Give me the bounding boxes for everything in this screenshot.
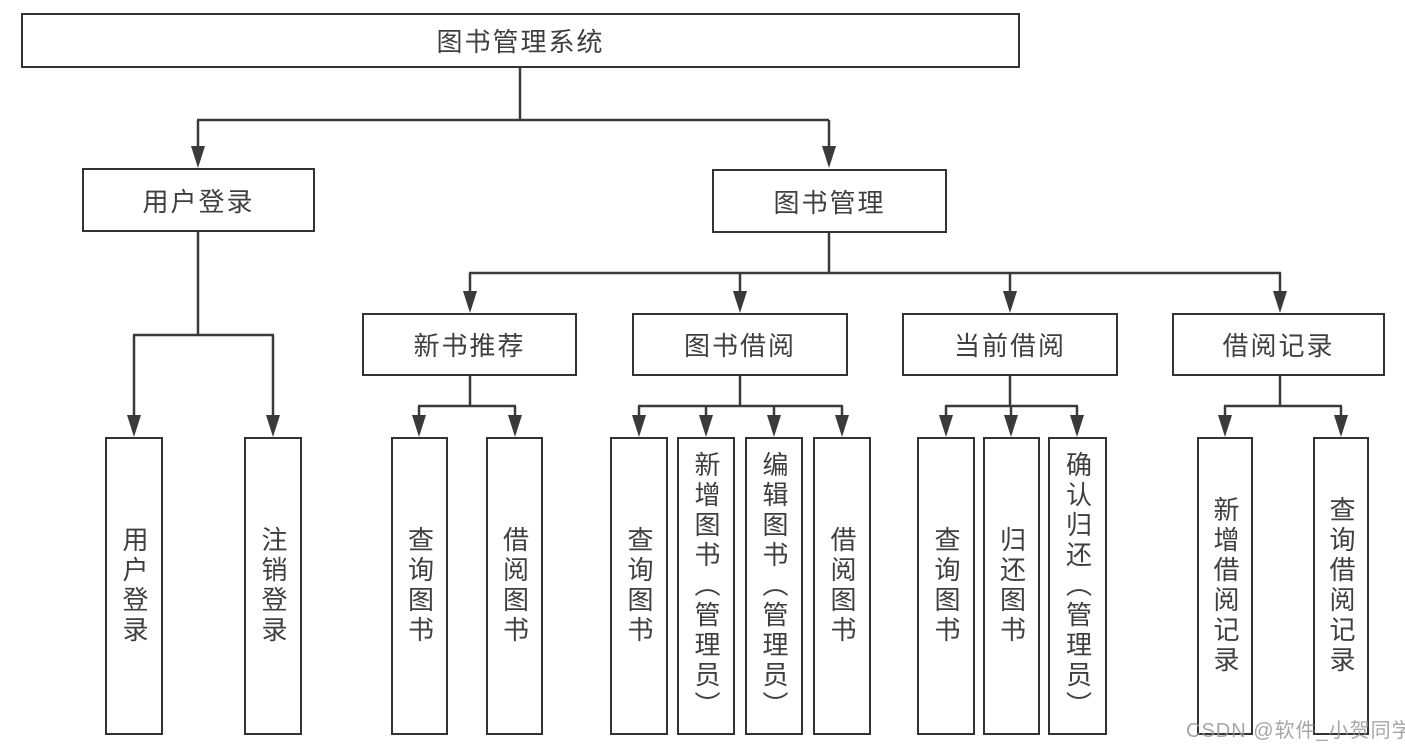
node-current-borrow: 当前借阅 — [902, 313, 1118, 376]
leaf-label: 注销登录 — [258, 526, 288, 646]
leaf-return-books: 归还图书 — [983, 437, 1040, 735]
leaf-borrow-books-1: 借阅图书 — [486, 437, 543, 735]
leaf-borrow-books-2: 借阅图书 — [813, 437, 871, 735]
leaf-query-books-2: 查询图书 — [610, 437, 668, 735]
node-root-system: 图书管理系统 — [21, 13, 1020, 68]
leaf-label: 借阅图书 — [827, 526, 857, 646]
leaf-query-books-1: 查询图书 — [391, 437, 448, 735]
watermark: CSDN @软件_小贺同学 — [1186, 720, 1405, 742]
leaf-label: 确认归还（管理员） — [1062, 451, 1093, 721]
leaf-label: 新增借阅记录 — [1210, 496, 1240, 676]
leaf-query-books-3: 查询图书 — [917, 437, 975, 735]
node-book-management: 图书管理 — [712, 169, 947, 233]
leaf-user-login: 用户登录 — [105, 437, 163, 735]
node-new-book-recommend: 新书推荐 — [362, 313, 577, 376]
leaf-label: 用户登录 — [119, 526, 149, 646]
leaf-label: 查询图书 — [404, 526, 435, 646]
leaf-query-borrow-record: 查询借阅记录 — [1313, 437, 1369, 735]
node-borrow-record: 借阅记录 — [1172, 313, 1385, 376]
leaf-label: 归还图书 — [996, 526, 1027, 646]
leaf-edit-books-admin: 编辑图书（管理员） — [745, 437, 803, 735]
leaf-confirm-return-admin: 确认归还（管理员） — [1048, 437, 1107, 735]
leaf-label: 新增图书（管理员） — [691, 451, 721, 721]
leaf-add-borrow-record: 新增借阅记录 — [1197, 437, 1253, 735]
leaf-label: 查询图书 — [624, 526, 654, 646]
leaf-add-books-admin: 新增图书（管理员） — [677, 437, 735, 735]
leaf-logout: 注销登录 — [244, 437, 302, 735]
leaf-label: 查询借阅记录 — [1326, 496, 1356, 676]
leaf-label: 编辑图书（管理员） — [759, 451, 789, 721]
leaf-label: 查询图书 — [931, 526, 961, 646]
leaf-label: 借阅图书 — [499, 526, 530, 646]
node-book-borrow: 图书借阅 — [632, 313, 848, 376]
arrowheads — [127, 146, 1348, 437]
node-user-login: 用户登录 — [82, 168, 315, 232]
